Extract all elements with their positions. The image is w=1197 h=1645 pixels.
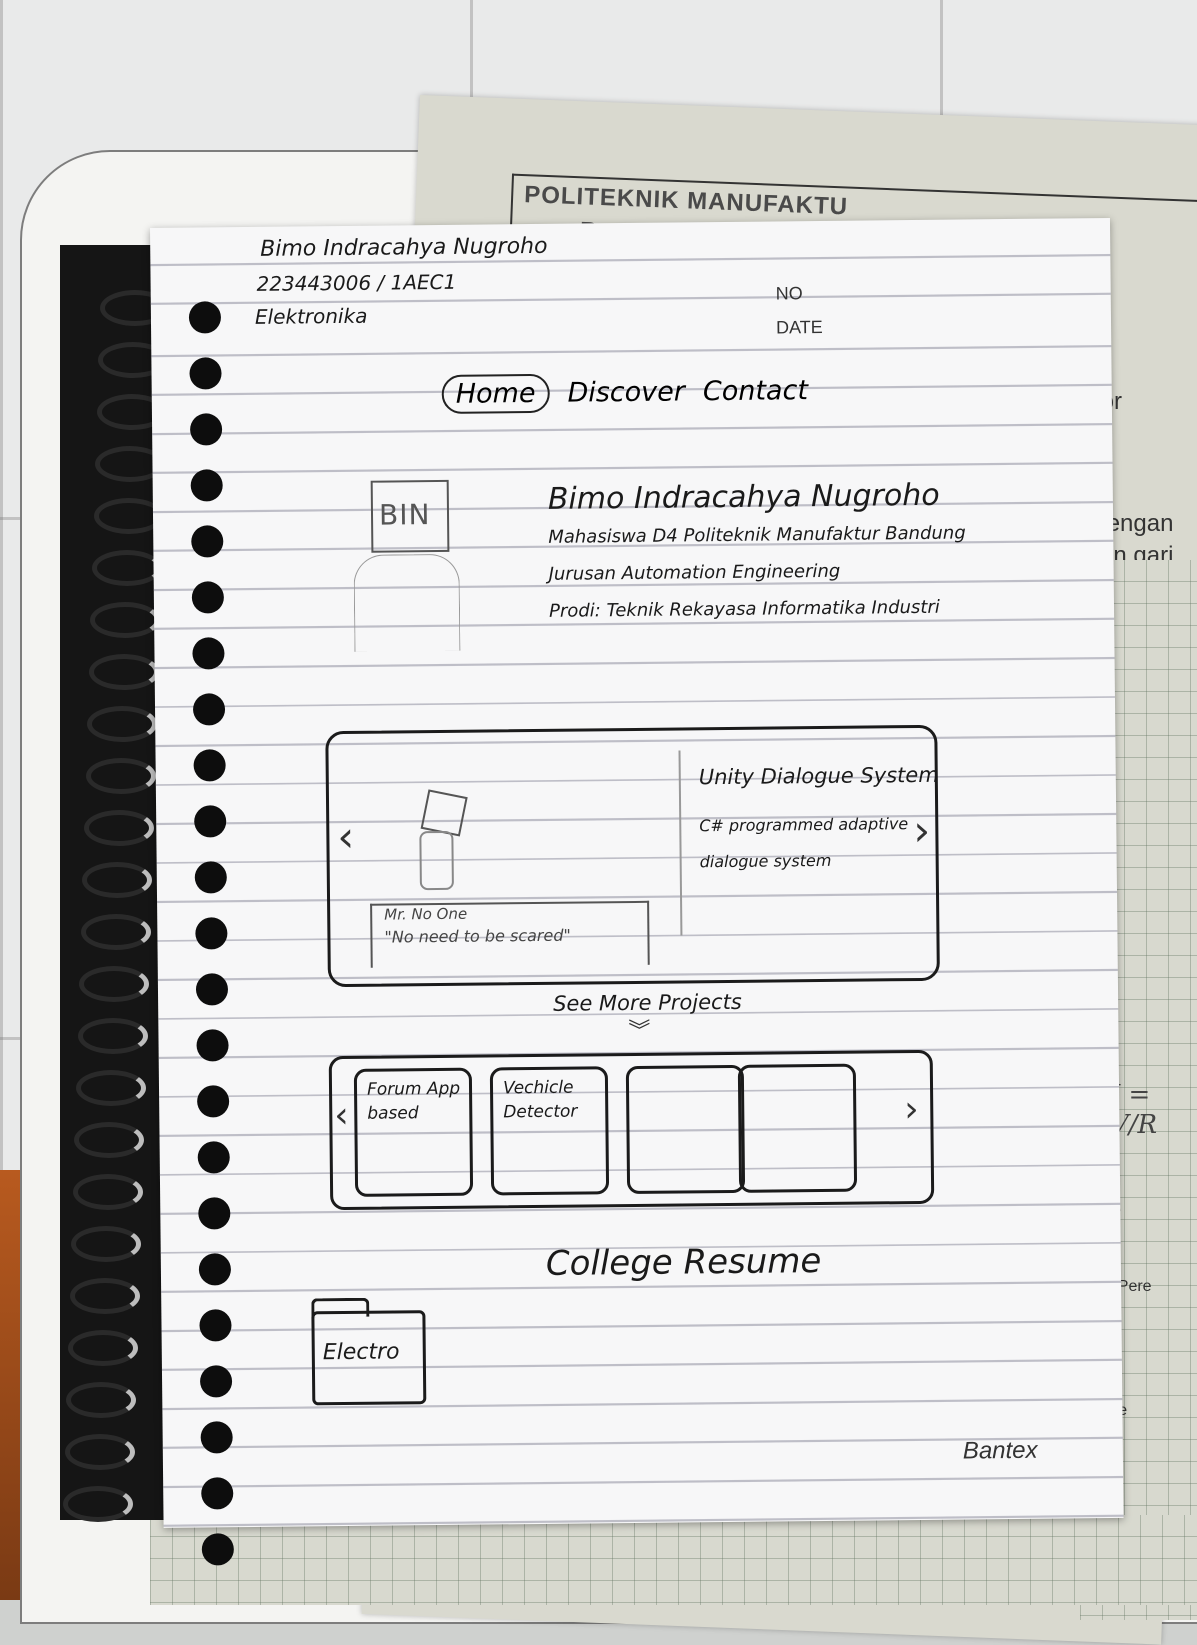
spiral-ring: [71, 1226, 141, 1262]
spiral-ring: [82, 862, 152, 898]
punch-hole: [188, 301, 222, 334]
project-card[interactable]: Vechicle Detector: [489, 1066, 610, 1196]
punch-hole: [199, 1365, 233, 1398]
spiral-ring: [92, 550, 162, 586]
punch-hole: [191, 581, 225, 614]
punch-hole: [195, 973, 229, 1006]
punch-hole: [201, 1533, 235, 1566]
ohm-formula: I = V/R: [1110, 1080, 1158, 1140]
punch-hole: [193, 749, 226, 782]
carousel-next-button[interactable]: ›: [913, 805, 931, 856]
profile-name: Bimo Indracahya Nugroho: [547, 477, 940, 517]
spiral-ring: [86, 758, 156, 794]
character-body: [419, 830, 454, 891]
projects-prev-button[interactable]: ‹: [334, 1094, 349, 1137]
spiral-ring: [78, 1018, 148, 1054]
character-head: [420, 789, 468, 837]
folder-icon[interactable]: Electro: [311, 1297, 427, 1406]
date-label: DATE: [775, 316, 823, 338]
avatar-body: [353, 553, 461, 652]
punch-hole: [196, 1029, 229, 1062]
punch-hole: [201, 1477, 234, 1510]
dialogue-quote: "No need to be scared": [384, 925, 571, 947]
project-card-title: Vechicle Detector: [502, 1077, 578, 1123]
spiral-ring: [66, 1382, 136, 1418]
nav-bar: Home Discover Contact: [441, 371, 809, 414]
punch-hole: [189, 357, 222, 390]
nav-home[interactable]: Home: [441, 373, 550, 414]
punch-hole: [192, 637, 225, 670]
punch-hole: [199, 1309, 232, 1342]
profile-line: Jurusan Automation Engineering: [548, 560, 841, 585]
avatar-initials: BIN: [378, 498, 431, 532]
student-id: 223443006 / 1AEC1: [256, 269, 457, 296]
spiral-ring: [68, 1330, 138, 1366]
spiral-ring: [90, 602, 160, 638]
graph-paper-bottom: [150, 1515, 1197, 1605]
spiral-ring: [70, 1278, 140, 1314]
carousel-divider: [678, 750, 683, 936]
punch-hole: [200, 1421, 233, 1454]
project-card[interactable]: [737, 1063, 858, 1193]
nav-contact[interactable]: Contact: [702, 375, 809, 408]
brand-logo: Bantex: [962, 1436, 1038, 1465]
projects-next-button[interactable]: ›: [904, 1089, 919, 1131]
spiral-ring: [76, 1070, 146, 1106]
avatar-box: BIN: [370, 479, 450, 553]
carousel-prev-button[interactable]: ‹: [337, 811, 355, 862]
no-label: NO: [775, 283, 803, 304]
punch-hole: [192, 693, 226, 726]
profile-line: Mahasiswa D4 Politeknik Manufaktur Bandu…: [548, 522, 966, 548]
punch-hole: [190, 469, 223, 502]
punch-hole: [194, 805, 227, 838]
spiral-ring: [73, 1174, 143, 1210]
featured-project-title: Unity Dialogue System: [698, 762, 939, 790]
punch-hole: [198, 1253, 232, 1286]
project-card-title: Forum App based: [366, 1078, 461, 1124]
college-resume-title: College Resume: [545, 1241, 822, 1284]
spiral-ring: [65, 1434, 135, 1470]
spiral-ring: [63, 1486, 133, 1522]
avatar: BIN: [353, 479, 465, 652]
punch-hole: [198, 1197, 231, 1230]
punch-hole: [189, 413, 223, 446]
student-name: Bimo Indracahya Nugroho: [260, 233, 548, 262]
project-card-title: [639, 1074, 739, 1075]
spiral-ring: [84, 810, 154, 846]
punch-hole: [191, 525, 224, 558]
folder-label: Electro: [322, 1339, 400, 1366]
spiral-ring: [81, 914, 151, 950]
punch-hole: [196, 1085, 230, 1118]
projects-carousel: ‹ Forum App based Vechicle Detector ›: [328, 1049, 935, 1211]
project-card[interactable]: Forum App based: [353, 1067, 474, 1197]
punch-hole: [195, 917, 228, 950]
chevron-down-icon[interactable]: ︾: [628, 1018, 651, 1045]
punch-hole: [197, 1141, 230, 1174]
folder-tab: [311, 1297, 370, 1318]
department: Elektronika: [254, 303, 368, 329]
profile-line: Prodi: Teknik Rekayasa Informatika Indus…: [548, 596, 940, 622]
featured-project-carousel: ‹ Mr. No One "No need to be scared" Unit…: [325, 724, 940, 988]
dialogue-scene: Mr. No One "No need to be scared": [369, 789, 651, 974]
notebook-sheet: Bimo Indracahya Nugroho 223443006 / 1AEC…: [150, 217, 1124, 1566]
project-card[interactable]: [625, 1064, 746, 1195]
spiral-ring: [79, 966, 149, 1002]
spiral-ring: [89, 654, 159, 690]
spiral-ring: [74, 1122, 144, 1158]
punch-hole: [194, 861, 227, 894]
featured-project-description: C# programmed adaptive dialogue system: [699, 814, 909, 872]
project-card-title: [751, 1073, 851, 1074]
nav-discover[interactable]: Discover: [567, 376, 686, 409]
spiral-ring: [87, 706, 157, 742]
dialogue-speaker: Mr. No One: [384, 904, 468, 924]
